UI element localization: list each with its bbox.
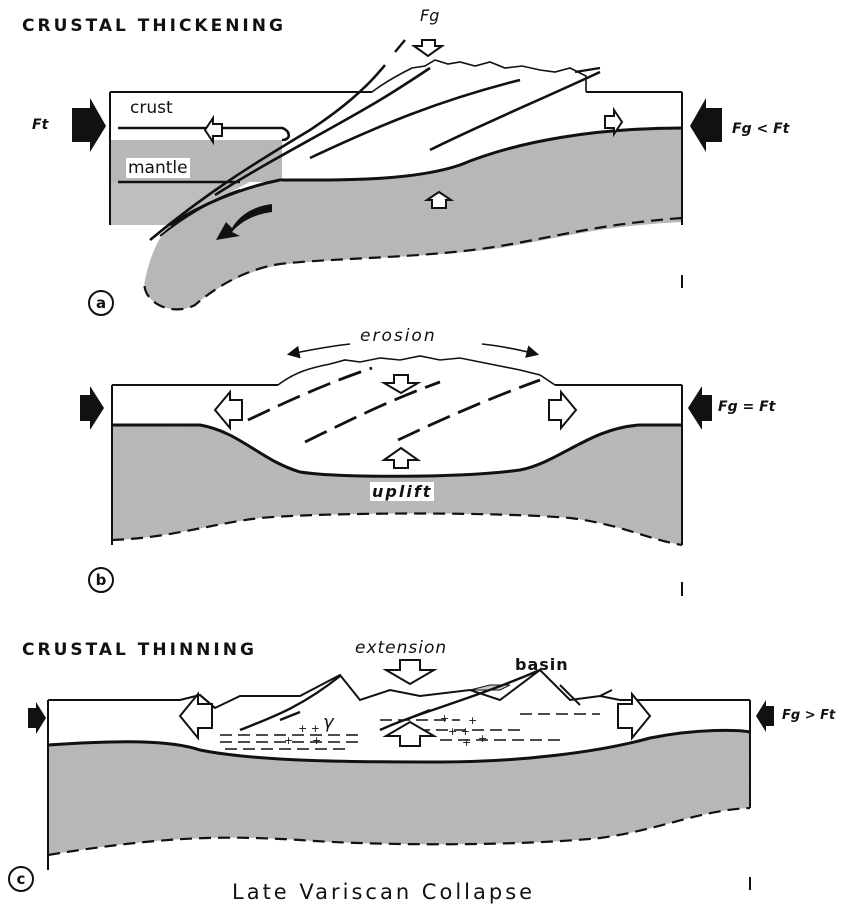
panel-tag-c: c xyxy=(8,866,34,892)
erosion-arrow-right xyxy=(482,344,536,354)
heading-thinning: CRUSTAL THINNING xyxy=(22,640,257,660)
force-arrow-left-b xyxy=(80,386,104,430)
label-fg-top: Fg xyxy=(420,6,439,25)
panel-tag-a: a xyxy=(88,290,114,316)
label-gamma: γ xyxy=(323,712,334,733)
hollow-arrow-down-a xyxy=(414,40,442,56)
svg-text:+: + xyxy=(468,714,477,727)
hollow-arrow-right-b xyxy=(549,392,576,428)
label-basin: basin xyxy=(515,655,569,674)
thrust-tip-1 xyxy=(395,40,405,52)
figure-caption: Late Variscan Collapse xyxy=(232,880,535,904)
label-force-right-c: Fg > Ft xyxy=(782,708,835,723)
granite-crosses: + +++ + +++ ++ xyxy=(284,712,487,749)
panel-c: + +++ + +++ ++ xyxy=(28,660,774,890)
label-force-right-a: Fg < Ft xyxy=(732,121,789,137)
force-arrow-left-c xyxy=(28,702,46,734)
label-uplift: uplift xyxy=(370,482,434,501)
mantle-c xyxy=(48,730,750,855)
label-mantle: mantle xyxy=(126,158,190,178)
label-force-right-b: Fg = Ft xyxy=(718,399,775,415)
panel-tag-b: b xyxy=(88,567,114,593)
svg-text:+: + xyxy=(462,736,471,749)
heading-thickening: CRUSTAL THICKENING xyxy=(22,16,286,36)
force-arrow-right-a xyxy=(690,98,722,152)
svg-text:+: + xyxy=(478,732,487,745)
topography-a xyxy=(372,60,586,92)
svg-text:+: + xyxy=(440,712,449,725)
force-arrow-right-b xyxy=(688,386,712,430)
thrust-tip-2 xyxy=(575,68,600,72)
hollow-arrow-down-c xyxy=(386,660,434,684)
topography-b xyxy=(278,356,555,385)
hollow-arrow-down-b xyxy=(384,375,418,393)
svg-text:+: + xyxy=(284,734,293,747)
force-arrow-left-a xyxy=(72,98,106,152)
hollow-arrow-up-b xyxy=(384,448,418,468)
erosion-arrow-left xyxy=(290,344,350,354)
label-extension: extension xyxy=(355,638,447,658)
force-arrow-right-c xyxy=(756,700,774,732)
label-crust: crust xyxy=(130,98,173,118)
panel-b xyxy=(80,344,712,596)
normal-faults-c xyxy=(240,670,540,730)
label-erosion: erosion xyxy=(360,326,437,346)
hollow-arrow-left-b xyxy=(215,392,242,428)
label-ft-left: Ft xyxy=(32,117,48,133)
svg-text:+: + xyxy=(312,734,321,747)
